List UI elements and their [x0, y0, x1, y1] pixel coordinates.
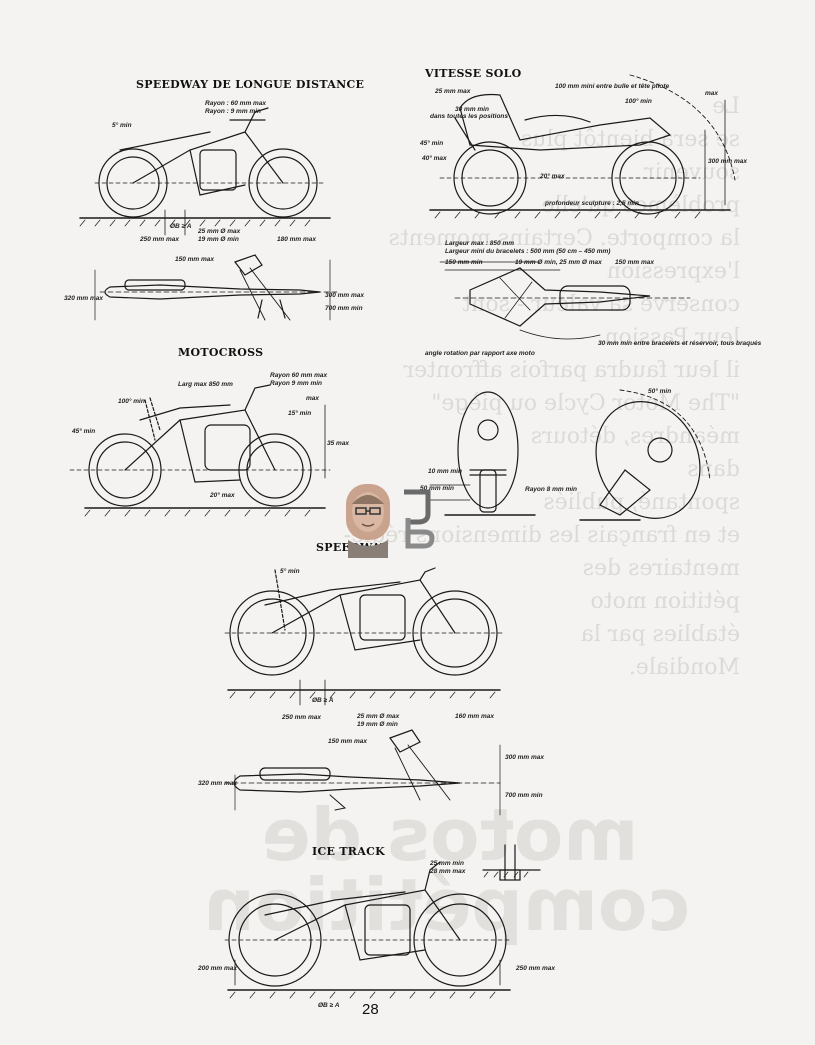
note: Largeur mini du bracelets : 500 mm (50 c… — [445, 248, 611, 255]
drawing-ice-spike — [482, 844, 541, 881]
note: 180 mm max — [277, 236, 317, 243]
note: 25 mm max — [435, 88, 471, 95]
note: ØB ≥ A — [170, 223, 192, 230]
drawing-vitesse-top — [439, 261, 691, 340]
avatar-photo-icon — [346, 484, 390, 558]
note: 320 mm max — [198, 780, 238, 787]
note: 25 mm min — [430, 860, 464, 867]
note: Larg max 850 mm — [178, 381, 233, 388]
note: Rayon 8 mm min — [525, 486, 578, 493]
title-vitesse-solo: VITESSE SOLO — [425, 67, 522, 80]
note: 50° min — [648, 388, 672, 395]
note: 700 mm min — [325, 305, 363, 312]
note: 25 mm Ø max — [198, 228, 241, 235]
note: 100 mm mini entre bulle et tête pilote — [555, 83, 670, 90]
note: 19 mm Ø min — [198, 236, 239, 243]
note: 45° min — [72, 428, 96, 435]
note: ØB ≥ A — [312, 697, 334, 704]
note: 250 mm max — [516, 965, 556, 972]
note: 40° max — [422, 155, 447, 162]
note: 150 mm max — [615, 259, 655, 266]
note: 320 mm max — [64, 295, 104, 302]
drawing-ice-side — [224, 861, 511, 999]
note: 5° min — [112, 122, 132, 129]
note: 15° min — [288, 410, 312, 417]
note: 35 max — [327, 440, 350, 447]
note: 10 mm min — [428, 468, 462, 475]
note: 160 mm max — [455, 713, 495, 720]
drawing-longue-side — [79, 107, 331, 236]
note: Rayon : 9 mm min — [205, 108, 261, 115]
note: dans toutes les positions — [430, 113, 509, 120]
note: 20° max — [540, 173, 565, 180]
note: 150 mm max — [328, 738, 368, 745]
note: 30 mm min — [455, 106, 489, 113]
note: 19 mm Ø min, 25 mm Ø max — [515, 259, 602, 266]
page-number: 28 — [362, 1001, 379, 1018]
drawing-speedway-side — [224, 567, 506, 706]
drawing-motocross-side — [69, 384, 331, 517]
drawing-vitesse-side — [429, 74, 736, 219]
note: Rayon : 60 mm max — [205, 100, 267, 107]
title-speedway-longue: SPEEDWAY DE LONGUE DISTANCE — [136, 78, 365, 91]
title-motocross: MOTOCROSS — [178, 346, 264, 359]
note: max — [705, 90, 719, 97]
note: 100° min — [118, 398, 145, 405]
note: angle rotation par rapport axe moto — [425, 350, 535, 357]
note: ØB ≥ A — [318, 1002, 340, 1009]
note: Rayon 60 mm max — [270, 372, 328, 379]
note: 45° min — [420, 140, 444, 147]
note: 300 mm max — [708, 158, 748, 165]
title-ice-track: ICE TRACK — [312, 845, 385, 858]
note: 250 mm max — [140, 236, 180, 243]
note: 50 mm min — [420, 485, 454, 492]
note: 30 mm min entre bracelets et réservoir, … — [598, 340, 762, 347]
note: Largeur max : 850 mm — [445, 240, 515, 247]
note: profondeur sculpture : 2,5 min — [545, 200, 639, 207]
drawing-longue-top — [94, 254, 341, 321]
drawing-motocross-front — [429, 389, 711, 521]
drawing-speedway-top — [224, 729, 501, 816]
note: 700 mm min — [505, 792, 543, 799]
note: 300 mm max — [325, 292, 365, 299]
note: 150 mm min — [445, 259, 483, 266]
note: 28 mm max — [430, 868, 466, 875]
note: 25 mm Ø max — [357, 713, 400, 720]
note: 100° min — [625, 98, 652, 105]
note: 20° max — [210, 492, 235, 499]
note: 5° min — [280, 568, 300, 575]
note: 200 mm max — [198, 965, 238, 972]
note: 300 mm max — [505, 754, 545, 761]
note: 250 mm max — [282, 714, 322, 721]
note: 19 mm Ø min — [357, 721, 398, 728]
note: 150 mm max — [175, 256, 215, 263]
note: max — [306, 395, 320, 402]
logo-jb-icon — [404, 489, 435, 549]
note: Rayon 9 mm min — [270, 380, 323, 387]
